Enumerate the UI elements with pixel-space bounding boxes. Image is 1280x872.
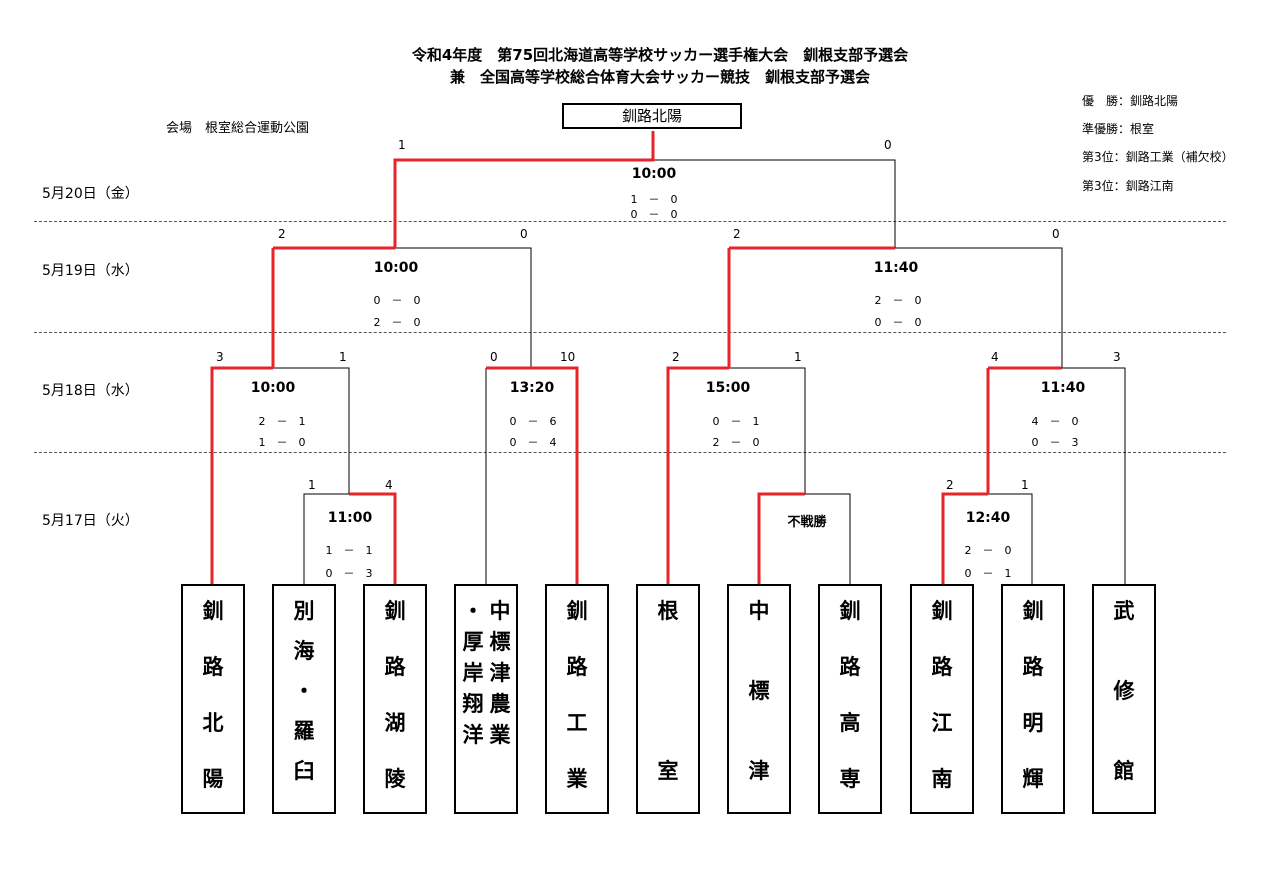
team-box: 釧路北陽 <box>181 584 245 814</box>
date-may-17: 5月17日（火） <box>42 513 139 529</box>
team-name-nakashibetsu-nogyo: 中標津農業 <box>489 599 511 747</box>
result-runner-up: 準優勝：根室 <box>1082 122 1155 136</box>
qf3-score-left: 2 <box>672 350 680 364</box>
winner-path <box>486 366 579 584</box>
qf4-half1: 4 － 0 <box>1031 415 1079 428</box>
venue-label: 会場 根室総合運動公園 <box>166 121 310 136</box>
team-name-kushiro-hokuyo: 釧路北陽 <box>202 599 224 791</box>
semi-left-score-right: 0 <box>520 227 528 241</box>
team-box: 中標津 <box>727 584 791 814</box>
semi-right-half1: 2 － 0 <box>874 294 922 307</box>
bracket-line <box>395 247 532 368</box>
winner-path <box>941 492 988 584</box>
qf1-time: 10:00 <box>250 380 296 396</box>
team-name-akkeshi-shoyo: ・厚岸翔洋 <box>462 599 484 747</box>
team-box: 釧路湖陵 <box>363 584 427 814</box>
final-half2: 0 － 0 <box>630 208 678 221</box>
day-separator <box>34 452 1226 453</box>
bracket-line <box>303 493 349 584</box>
r1a-half1: 1 － 1 <box>325 544 373 557</box>
bracket-line <box>653 159 896 248</box>
semi-right-half2: 0 － 0 <box>874 316 922 329</box>
result-third-1: 第3位：釧路工業（補欠校） <box>1082 150 1234 164</box>
team-name-kushiro-konan: 釧路江南 <box>931 599 953 791</box>
team-box: ・厚岸翔洋 中標津農業 <box>454 584 518 814</box>
date-may-18: 5月18日（水） <box>42 383 139 399</box>
qf2-score-right: 10 <box>560 350 576 364</box>
semi-right-time: 11:40 <box>873 260 919 276</box>
bracket-line <box>273 367 350 494</box>
date-may-19: 5月19日（水） <box>42 263 139 279</box>
qf1-score-right: 1 <box>339 350 347 364</box>
r1a-score-right: 4 <box>385 478 393 492</box>
bracket-line <box>805 493 851 584</box>
team-box: 根室 <box>636 584 700 814</box>
team-name-kushiro-meiki: 釧路明輝 <box>1022 599 1044 791</box>
r1c-time: 12:40 <box>965 510 1011 526</box>
r1c-half2: 0 － 1 <box>964 567 1012 580</box>
qf4-score-right: 3 <box>1113 350 1121 364</box>
team-name-bushukan: 武修館 <box>1113 599 1135 783</box>
tournament-title-line1: 令和4年度 第75回北海道高等学校サッカー選手権大会 釧根支部予選会 <box>411 46 909 64</box>
qf1-half2: 1 － 0 <box>258 436 306 449</box>
qf3-time: 15:00 <box>705 380 751 396</box>
qf3-half2: 2 － 0 <box>712 436 760 449</box>
team-name-kushiro-koryo: 釧路湖陵 <box>384 599 406 791</box>
team-box: 武修館 <box>1092 584 1156 814</box>
team-box: 釧路工業 <box>545 584 609 814</box>
qf3-score-right: 1 <box>794 350 802 364</box>
winner-path <box>393 131 655 248</box>
qf4-time: 11:40 <box>1040 380 1086 396</box>
semi-right-score-right: 0 <box>1052 227 1060 241</box>
qf4-score-left: 4 <box>991 350 999 364</box>
team-box: 釧路高専 <box>818 584 882 814</box>
date-may-20: 5月20日（金） <box>42 186 139 202</box>
final-score-right: 0 <box>884 138 892 152</box>
semi-left-half1: 0 － 0 <box>373 294 421 307</box>
final-half1: 1 － 0 <box>630 193 678 206</box>
qf1-half1: 2 － 1 <box>258 415 306 428</box>
winner-path <box>666 366 729 584</box>
r1a-half2: 0 － 3 <box>325 567 373 580</box>
qf2-score-left: 0 <box>490 350 498 364</box>
qf2-half2: 0 － 4 <box>509 436 557 449</box>
winner-box: 釧路北陽 <box>562 103 742 129</box>
team-box: 釧路江南 <box>910 584 974 814</box>
qf1-score-left: 3 <box>216 350 224 364</box>
r1c-score-left: 2 <box>946 478 954 492</box>
result-third-2: 第3位：釧路江南 <box>1082 179 1174 193</box>
result-champion: 優 勝：釧路北陽 <box>1082 94 1179 108</box>
qf2-half1: 0 － 6 <box>509 415 557 428</box>
team-box: 釧路明輝 <box>1001 584 1065 814</box>
r1c-half1: 2 － 0 <box>964 544 1012 557</box>
bracket-line <box>895 247 1063 368</box>
team-name-kushiro-kosen: 釧路高専 <box>839 599 861 791</box>
day-separator <box>34 221 1226 222</box>
day-separator <box>34 332 1226 333</box>
semi-right-score-left: 2 <box>733 227 741 241</box>
tournament-title-line2: 兼 全国高等学校総合体育大会サッカー競技 釧根支部予選会 <box>449 68 870 86</box>
winner-path <box>210 366 273 584</box>
team-name-nakashibetsu: 中標津 <box>748 599 770 783</box>
semi-left-time: 10:00 <box>373 260 419 276</box>
final-time: 10:00 <box>631 166 677 182</box>
qf4-half2: 0 － 3 <box>1031 436 1079 449</box>
qf2-time: 13:20 <box>509 380 555 396</box>
r1a-time: 11:00 <box>327 510 373 526</box>
r1a-score-left: 1 <box>308 478 316 492</box>
team-name-kushiro-kogyo: 釧路工業 <box>566 599 588 791</box>
r1b-walkover-label: 不戦勝 <box>787 515 827 530</box>
r1c-score-right: 1 <box>1021 478 1029 492</box>
team-box: 別海・羅臼 <box>272 584 336 814</box>
team-name-nemuro: 根室 <box>657 599 679 783</box>
bracket-line <box>988 493 1033 584</box>
team-name-betsukai-rausu: 別海・羅臼 <box>293 599 315 783</box>
final-score-left: 1 <box>398 138 406 152</box>
semi-left-half2: 2 － 0 <box>373 316 421 329</box>
winner-path <box>757 492 805 584</box>
winner-path <box>349 492 397 584</box>
semi-left-score-left: 2 <box>278 227 286 241</box>
qf3-half1: 0 － 1 <box>712 415 760 428</box>
